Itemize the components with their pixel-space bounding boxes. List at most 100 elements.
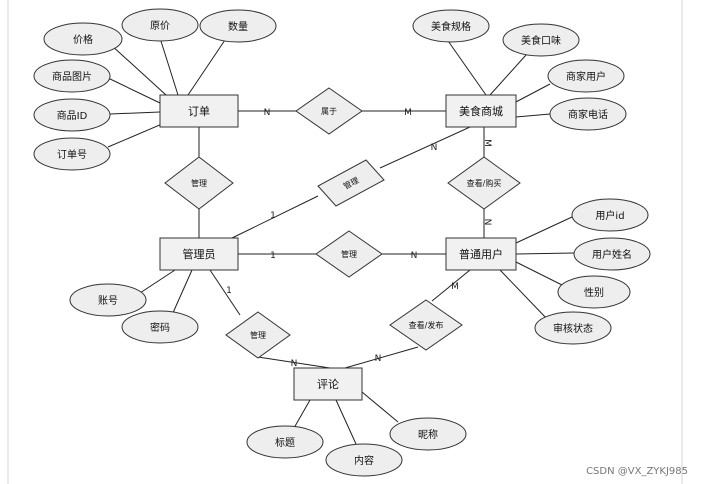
line-title-comment [293,399,311,429]
entity-mall: 美食商城 [445,94,517,128]
attr-spec-label: 美食规格 [431,20,471,33]
attr-merchant-phone: 商家电话 [549,97,627,131]
attr-content-label: 内容 [354,454,374,467]
line-taste-mall [489,54,527,96]
attr-user-id-label: 用户id [595,209,624,222]
watermark-text: CSDN @VX_ZYKJ985 [586,466,688,477]
line-viewpost-comment [344,346,419,369]
attr-content: 内容 [325,443,403,477]
entity-comment: 评论 [293,367,363,401]
attr-merchant-user-label: 商家用户 [566,70,606,83]
line-spec-mall [445,37,487,96]
card-mall-viewbuy: M [482,139,492,147]
rel-manage-order-label: 管理 [191,178,207,188]
attr-title-label: 标题 [275,437,295,449]
line-nickname-comment [361,391,399,423]
line-productid-order [109,111,161,115]
cardinality-labels: N M M N 1 N 1 N 1 N M N [226,108,492,369]
entity-mall-label: 美食商城 [459,104,503,118]
rel-view-buy-label: 查看/购买 [467,178,502,188]
line-admin-managecomment [209,269,241,316]
attr-order-no-label: 订单号 [57,149,87,161]
attr-user-name: 用户姓名 [573,237,651,271]
entity-order: 订单 [159,94,239,128]
card-managemall-mall: N [431,143,438,153]
attr-orig-price: 原价 [121,8,199,42]
rel-view-buy: 查看/购买 [447,156,521,210]
attr-price: 价格 [43,22,123,56]
attr-nickname-label: 昵称 [418,428,438,441]
line-merchantphone-mall [515,113,551,118]
rel-manage-user: 管理 [315,230,383,278]
line-price-order [109,43,167,96]
card-manageuser-user: N [411,251,418,261]
attr-account: 账号 [69,283,147,317]
line-quantity-order [187,39,226,96]
line-account-admin [139,269,176,294]
rel-belongs-label: 属于 [321,107,337,116]
card-admin-manageuser: 1 [270,251,276,261]
card-order-belongs: N [264,108,271,118]
rel-manage-user-label: 管理 [341,249,357,259]
line-admin-managemall [231,195,319,239]
attr-merchant-user: 商家用户 [547,59,625,93]
attr-user-name-label: 用户姓名 [592,248,632,261]
line-username-user [515,252,575,255]
attr-product-image: 商品图片 [33,59,111,93]
line-managecomment-comment [257,356,331,369]
attr-quantity-label: 数量 [228,20,248,33]
attr-product-image-label: 商品图片 [52,70,92,83]
rel-view-post: 查看/发布 [389,299,463,351]
attr-order-no: 订单号 [33,137,111,171]
rel-belongs: 属于 [295,87,363,135]
attr-taste: 美食口味 [502,23,580,57]
attr-price-label: 价格 [73,33,93,46]
card-user-viewpost: M [451,282,459,292]
line-orderno-order [107,123,163,148]
attr-review-status-label: 审核状态 [553,322,593,335]
rel-manage-comment: 管理 [225,311,291,359]
attr-orig-price-label: 原价 [150,20,170,32]
line-managemall-mall [379,126,471,169]
line-reviewstatus-user [499,269,549,321]
line-user-viewpost [431,269,471,302]
attr-gender-label: 性别 [584,286,604,299]
connector-lines [107,37,575,445]
line-merchantuser-mall [513,83,551,104]
entity-user: 普通用户 [445,237,517,271]
line-password-admin [171,269,193,316]
attr-product-id: 商品ID [33,98,111,132]
attr-merchant-phone-label: 商家电话 [568,108,608,121]
attr-spec: 美食规格 [412,9,490,43]
card-admin-managemall: 1 [270,211,276,221]
line-userid-user [515,216,573,244]
entity-comment-label: 评论 [317,377,339,391]
card-viewpost-comment: N [375,354,382,364]
entity-order-label: 订单 [188,105,210,118]
attr-password-label: 密码 [150,321,170,334]
line-gender-user [515,261,565,287]
entity-admin-label: 管理员 [183,247,216,261]
attr-user-id: 用户id [571,198,649,232]
rel-manage-comment-label: 管理 [250,330,266,340]
card-managecomment-comment: N [291,359,298,369]
attr-account-label: 账号 [98,295,118,307]
attr-quantity: 数量 [199,9,277,43]
card-belongs-mall: M [404,108,412,118]
attr-gender: 性别 [557,275,631,309]
card-admin-managecomment: 1 [226,286,232,296]
card-viewbuy-user: N [482,219,492,226]
attr-product-id-label: 商品ID [57,109,88,122]
attr-review-status: 审核状态 [534,311,612,345]
entity-admin: 管理员 [159,237,239,271]
attr-nickname: 昵称 [389,417,467,451]
rel-view-post-label: 查看/发布 [409,320,444,330]
rel-manage-mall: 管理 [317,159,385,207]
attr-title: 标题 [246,425,324,459]
line-content-comment [335,399,357,445]
line-image-order [107,77,161,104]
attr-password: 密码 [121,310,199,344]
rel-manage-order: 管理 [164,156,234,210]
